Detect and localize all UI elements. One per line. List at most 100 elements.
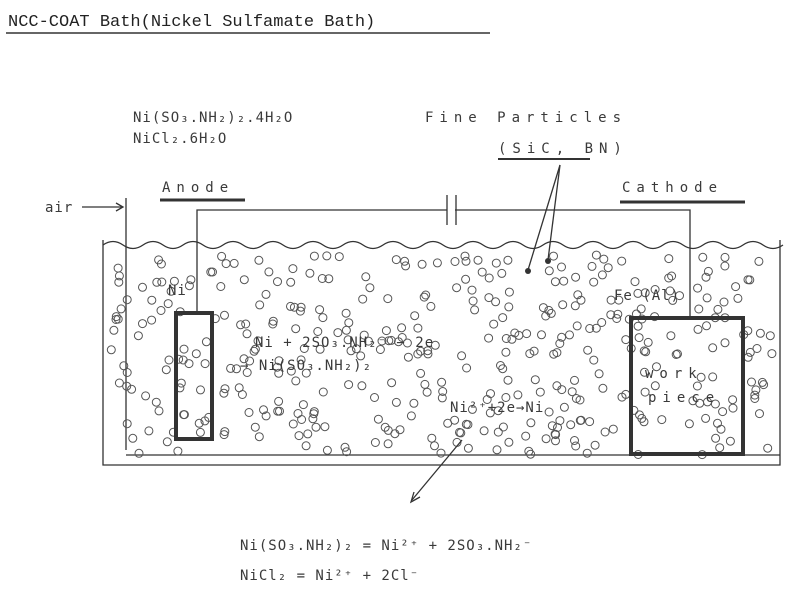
particle [470,305,480,315]
particle [309,251,319,261]
particle [402,338,412,348]
particle [463,443,473,453]
particle [420,379,430,389]
particle [671,350,681,359]
particle [513,390,523,400]
particle [493,406,503,416]
particle [157,277,167,287]
particle [164,355,174,365]
particle [298,400,308,410]
dissociation-equation-2: NiCl₂ = Ni²⁺ + 2Cl⁻ [240,568,419,584]
particle [122,381,132,391]
particle [551,436,560,446]
particle [427,433,437,443]
anode-reaction-line-2: → Ni(SO₃.NH₂)₂ [240,358,372,374]
particle [416,346,426,356]
particle [535,387,545,397]
particle [590,440,600,450]
particle [358,294,368,304]
particle [720,261,730,271]
particle [755,328,765,338]
particle [541,434,551,444]
particle [587,261,597,271]
particle [162,437,172,447]
particle [719,297,729,307]
particle [106,345,116,355]
air-arrow-head [115,202,125,212]
particle [473,255,483,265]
particle [552,381,562,391]
particle [551,430,561,440]
circuit-wire [196,209,691,318]
particle [747,377,756,387]
particle [558,300,568,310]
particle [151,397,161,407]
particle [492,445,502,455]
particle [253,336,263,346]
particle [395,425,405,435]
particle [111,312,121,322]
particle [259,405,268,415]
particle [640,387,650,397]
cathode-material-label: Fe (Al) [614,288,680,304]
particle [608,424,618,434]
anode-reaction-line-1: Ni + 2SO₃.NH₂⁻ − 2e [255,335,434,351]
particle [572,321,582,331]
particle [273,406,283,416]
particle [370,438,380,447]
particle [633,288,643,298]
particle [274,368,284,378]
particle [591,250,601,260]
particle [547,421,557,431]
particle [715,443,725,453]
bath-component-1: Ni(SO₃.NH₂)₂.4H₂O [133,110,293,126]
cathode-reaction: Ni²⁺+2e→Ni [450,400,544,416]
particle [743,275,753,285]
particle [521,431,531,441]
particle [390,429,400,439]
particle [341,308,351,318]
particle [633,321,643,331]
particle [255,300,265,310]
particle-dot [545,258,551,264]
particle [343,335,353,345]
particle [318,313,328,323]
particle [324,274,334,284]
particle [526,449,536,459]
particle [501,393,511,402]
particle [664,254,674,264]
particle [383,294,393,304]
particle [437,377,447,387]
piece-label: piece [648,390,720,406]
particle [301,368,311,378]
particle [122,419,132,429]
particle [571,272,581,282]
particle [333,328,343,338]
particle [261,289,271,299]
particle [113,263,123,273]
particle [546,308,556,318]
particle [650,381,660,391]
particle [614,295,624,305]
particle [184,281,194,291]
particle [264,267,274,277]
fine-particles-label: Fine Particles [425,110,627,126]
particle [156,306,166,315]
particle [765,331,775,341]
particle [179,410,189,420]
cathode-label: Cathode [622,180,723,196]
particle [489,319,499,329]
particle [460,251,470,261]
particle [173,446,183,456]
particle [166,286,176,296]
particle [664,273,674,283]
particle [297,415,307,424]
particle [154,255,164,265]
particle [381,326,391,336]
particle [728,403,738,413]
particle [621,335,631,345]
particle [750,394,760,403]
particle [296,355,306,365]
particle [386,335,396,345]
particle-pointer-line [527,164,561,271]
